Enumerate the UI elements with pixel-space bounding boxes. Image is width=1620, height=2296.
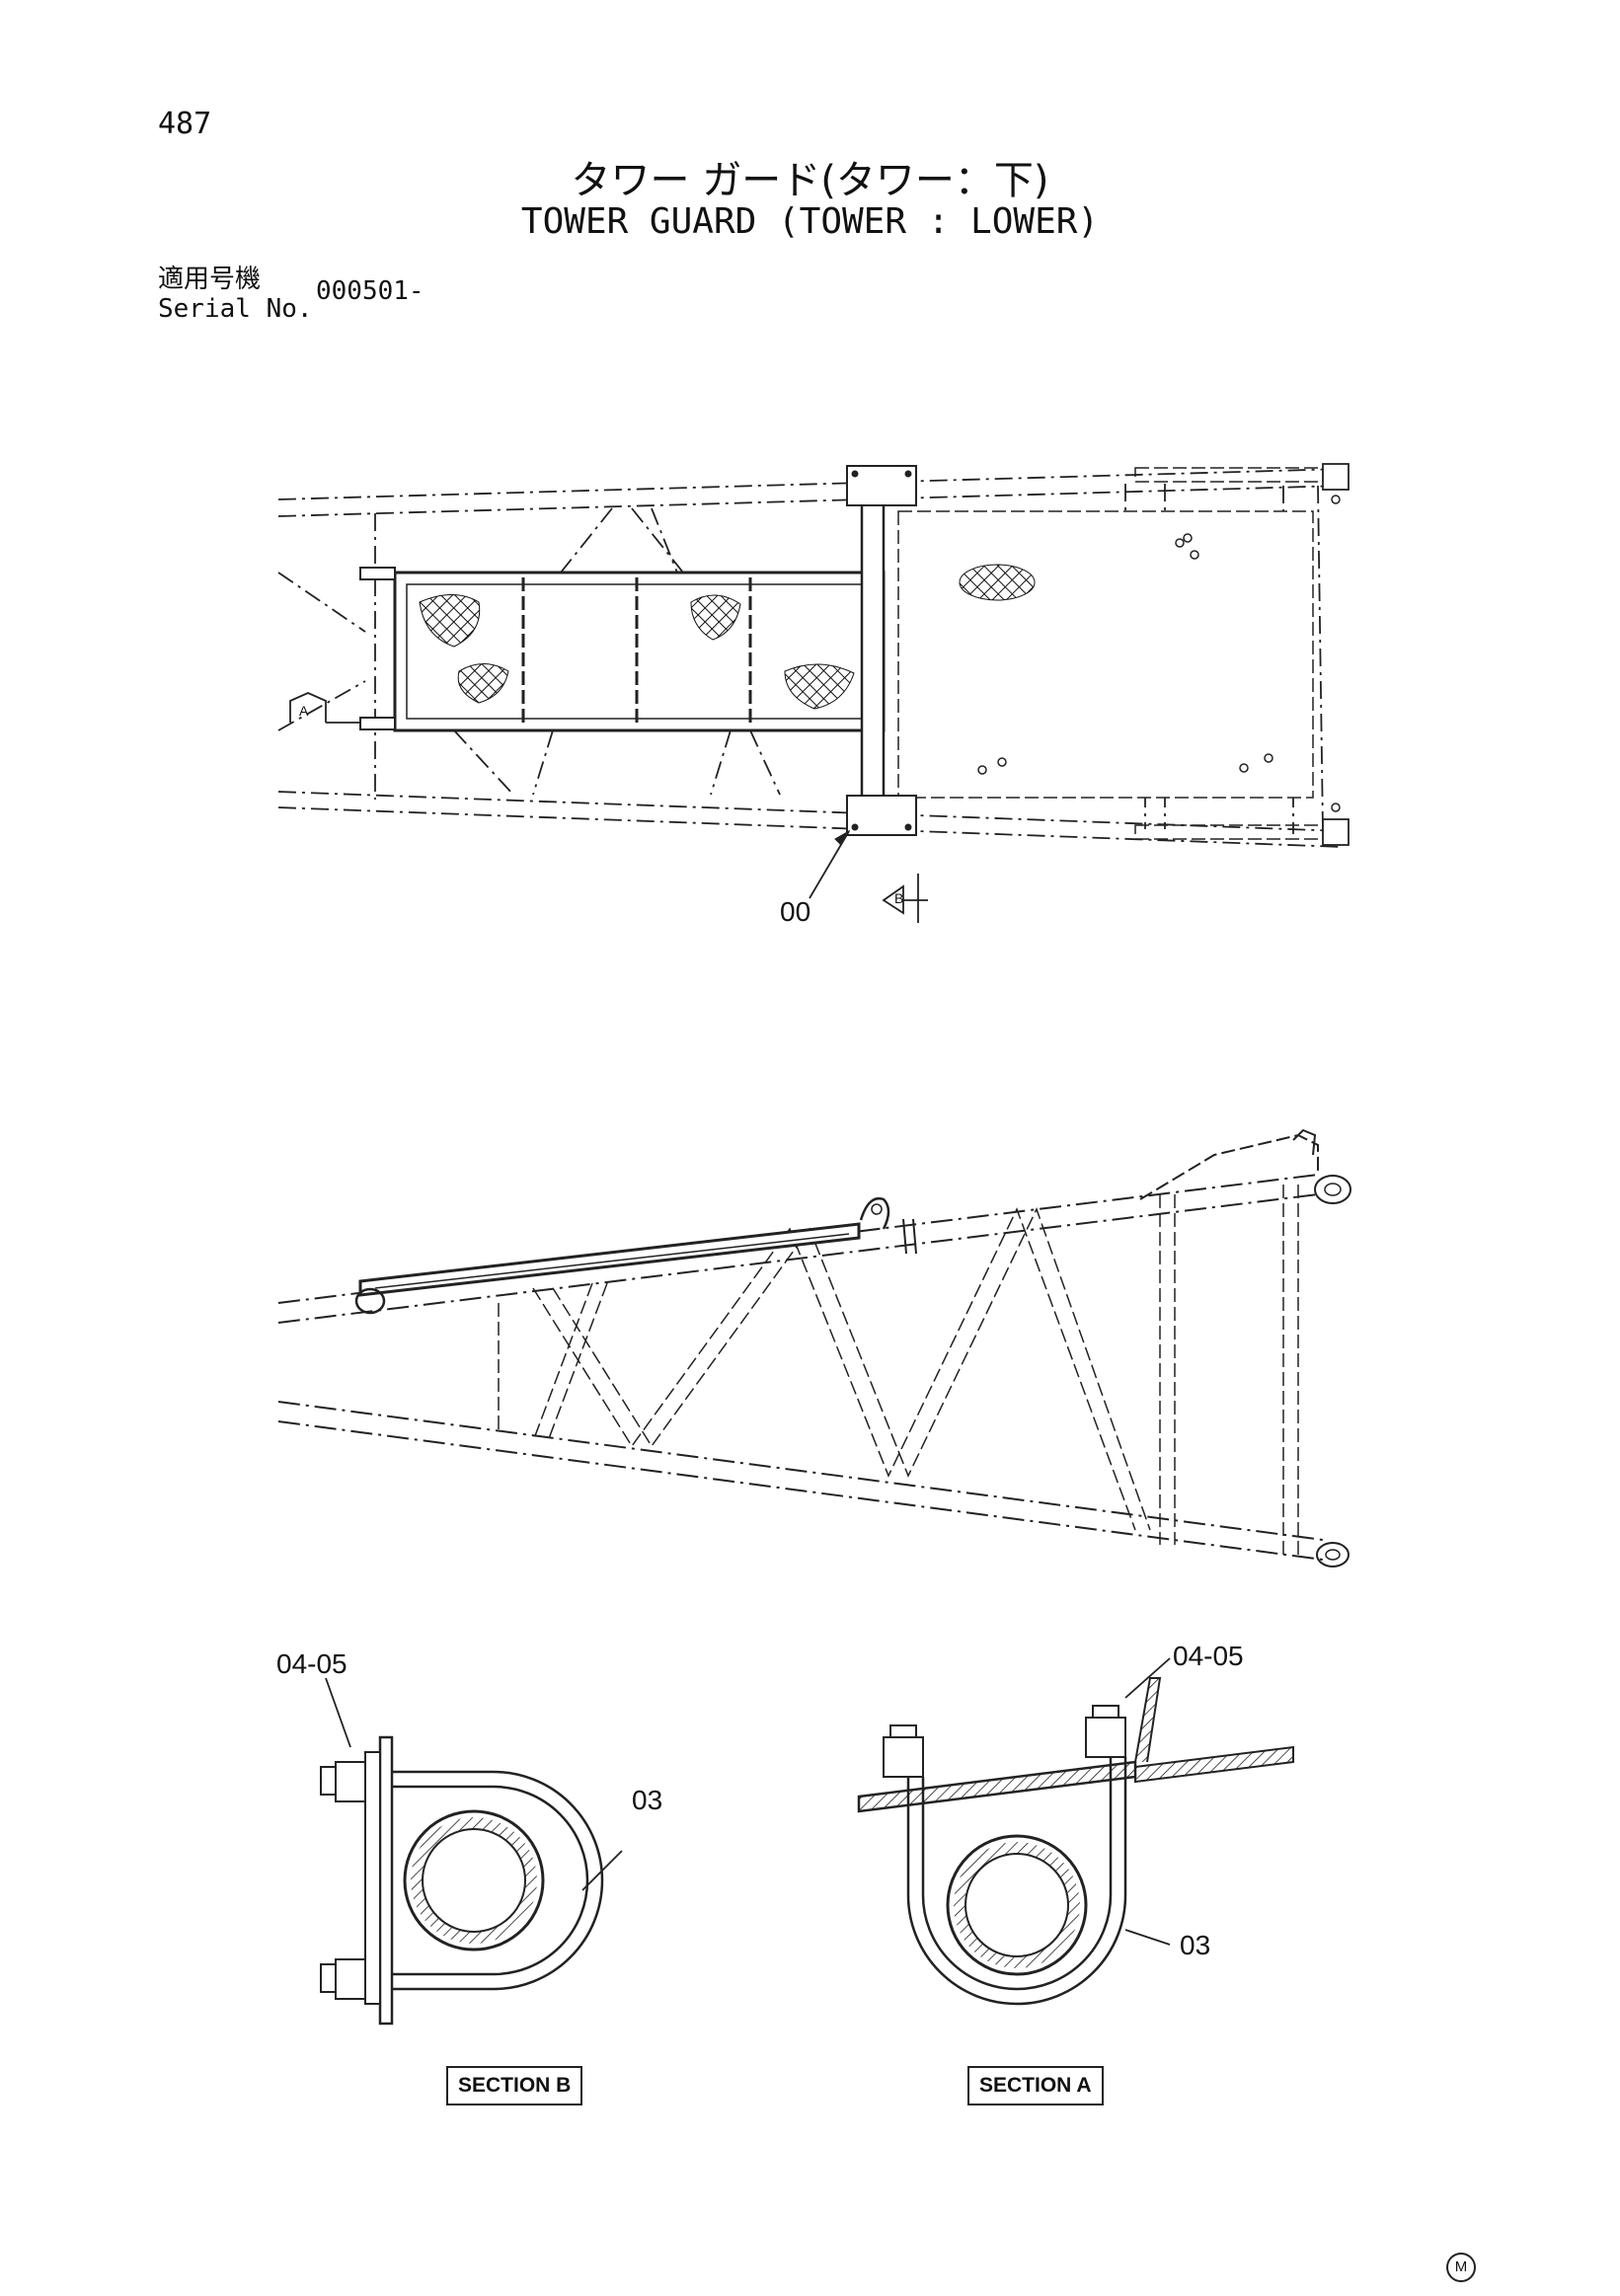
view-arrow-a-label: A: [299, 703, 309, 719]
section-b-drawing: [320, 1677, 623, 2026]
boom-chords-top-view: [277, 468, 1344, 848]
serial-label-japanese: 適用号機: [158, 265, 262, 294]
guard-rail-side: [358, 1222, 861, 1297]
view-arrow-b-label: B: [894, 890, 904, 906]
section-a-ubolt-callout: 03: [1180, 1930, 1211, 1960]
section-b-ubolt-callout: 03: [632, 1785, 663, 1815]
page-title-japanese: タワー ガード(タワー：下): [571, 158, 1049, 203]
section-a-label: SECTION A: [967, 2066, 1104, 2105]
section-a-bolt-callout: 04-05: [1173, 1641, 1244, 1671]
side-view: [277, 1128, 1351, 1568]
page-number: 487: [158, 107, 212, 141]
section-b-bolt-callout: 04-05: [276, 1648, 347, 1679]
section-b-label: SECTION B: [446, 2066, 583, 2105]
top-view: [277, 463, 1350, 923]
callout-part-00: 00: [780, 896, 811, 927]
section-a-drawing: [857, 1657, 1294, 2006]
guard-frame: [393, 571, 886, 732]
footer-mark: M: [1446, 2253, 1476, 2282]
guard-post: [860, 470, 886, 833]
serial-label-english: Serial No.: [158, 294, 313, 324]
serial-number-value: 000501-: [316, 276, 424, 306]
page-title-english: TOWER GUARD (TOWER : LOWER): [520, 201, 1100, 242]
